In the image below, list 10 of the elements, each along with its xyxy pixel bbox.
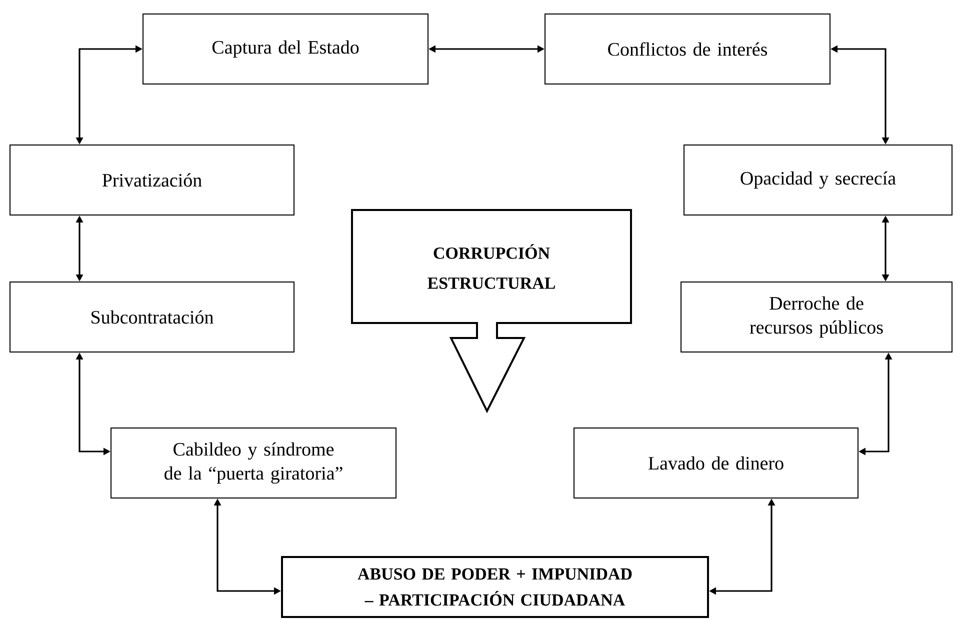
process-box: Captura del Estado — [142, 14, 428, 84]
process-box: Privatización — [10, 144, 294, 216]
process-box: Subcontratación — [10, 282, 294, 352]
result-box: ABUSO DE PODER + IMPUNIDAD – PARTICIPACIÓN CIUDADANA — [281, 556, 709, 618]
process-box: Cabildeo y síndrome de la “puerta giratoria” — [110, 428, 396, 498]
process-box: Lavado de dinero — [574, 428, 858, 498]
process-box: Conflictos de interés — [544, 14, 830, 84]
process-box: Opacidad y secrecía — [684, 144, 953, 216]
process-box: Derroche de recursos públicos — [680, 282, 953, 352]
callout-arrow-box: CORRUPCIÓN ESTRUCTURAL — [351, 209, 632, 414]
